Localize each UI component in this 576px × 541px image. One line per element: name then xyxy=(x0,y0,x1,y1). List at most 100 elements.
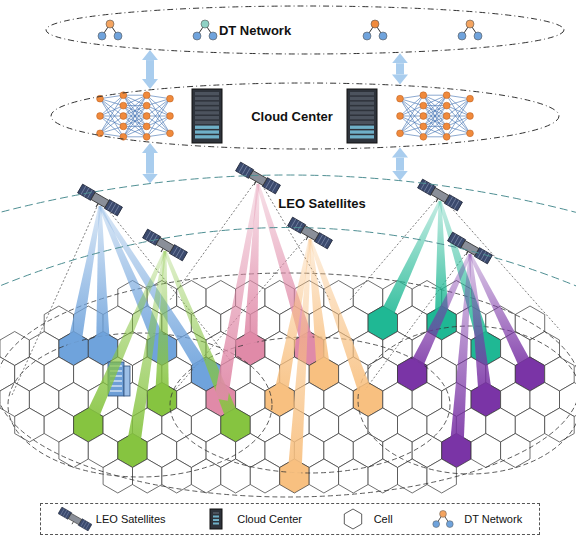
net-link xyxy=(423,95,446,126)
server-slot xyxy=(213,516,219,518)
tree-dot xyxy=(201,20,209,28)
panel-line xyxy=(457,238,462,247)
server-slot xyxy=(195,97,219,100)
beam xyxy=(449,254,471,451)
hex-cell xyxy=(59,434,88,468)
net-link xyxy=(147,99,170,116)
panel-line xyxy=(239,164,244,173)
net-neuron xyxy=(143,92,150,99)
panel-line xyxy=(108,202,113,211)
net-neuron xyxy=(467,95,474,102)
satellite-icon xyxy=(446,232,492,266)
net-link xyxy=(147,99,170,127)
net-link xyxy=(123,95,146,126)
server-slot xyxy=(350,97,374,100)
legend-label: Cloud Center xyxy=(237,513,302,525)
beam xyxy=(214,184,260,401)
beam xyxy=(309,239,331,375)
hex-cell xyxy=(368,459,397,493)
net-link xyxy=(400,106,423,134)
server-rack xyxy=(192,89,222,143)
net-neuron xyxy=(397,130,404,137)
net-link xyxy=(423,126,446,136)
legend-item: Cell xyxy=(336,507,393,531)
server-slot xyxy=(195,116,219,119)
net-neuron xyxy=(167,113,174,120)
server-slot xyxy=(350,135,374,138)
server-slot xyxy=(350,102,374,105)
flow-arrow xyxy=(146,60,154,79)
tree-dot xyxy=(466,20,474,28)
net-link xyxy=(123,106,146,137)
panel-line xyxy=(451,234,456,243)
layer-label: LEO Satellites xyxy=(278,196,365,211)
net-link xyxy=(147,95,170,133)
tree-dot xyxy=(363,32,371,40)
server-icon xyxy=(192,89,222,143)
net-link xyxy=(123,126,146,136)
server-slot xyxy=(350,126,374,129)
net-neuron xyxy=(420,133,427,140)
beam xyxy=(288,239,312,477)
net-neuron xyxy=(443,113,450,120)
net-neuron xyxy=(120,123,127,130)
tree-dot xyxy=(98,32,106,40)
panel-line xyxy=(176,248,181,257)
net-link xyxy=(400,99,423,137)
panel-line xyxy=(454,200,459,209)
panel-line xyxy=(173,247,178,256)
server-slot xyxy=(350,121,374,124)
panel-line xyxy=(87,190,92,199)
server-slot xyxy=(213,523,219,525)
net-link xyxy=(123,95,146,126)
legend-item: Cloud Center xyxy=(199,507,302,531)
net-link xyxy=(447,95,470,133)
legend-icon xyxy=(336,507,370,531)
orbit-arc xyxy=(0,228,576,291)
dt-tree-icon xyxy=(193,20,217,40)
net-link xyxy=(100,95,123,133)
tree-dot xyxy=(440,511,447,518)
neural-net-icon xyxy=(397,92,474,140)
orbit-arc xyxy=(0,175,576,215)
net-link xyxy=(423,106,446,137)
server-slot xyxy=(213,512,219,514)
tree-dot xyxy=(114,32,122,40)
flow-arrow xyxy=(396,63,404,74)
panel-line xyxy=(65,511,69,517)
net-link xyxy=(423,106,446,137)
satellite-body xyxy=(91,193,109,208)
net-neuron xyxy=(420,123,427,130)
beam xyxy=(126,251,167,452)
net-link xyxy=(147,99,170,137)
tree-dot xyxy=(474,32,482,40)
server-slot xyxy=(195,130,219,133)
panel-line xyxy=(427,185,432,194)
antenna xyxy=(306,236,308,239)
antenna xyxy=(254,181,256,184)
net-link xyxy=(123,106,146,137)
server-slot xyxy=(195,121,219,124)
node-outline xyxy=(45,5,565,55)
tree-dot xyxy=(447,521,454,528)
layer-ellipse: DT Network xyxy=(45,5,565,55)
tree-dot xyxy=(371,20,379,28)
panel-line xyxy=(266,180,271,189)
panel-line xyxy=(481,251,486,260)
net-link xyxy=(423,95,446,105)
beam xyxy=(67,206,102,350)
beam xyxy=(309,239,375,402)
net-link xyxy=(100,116,123,133)
net-link xyxy=(123,95,146,105)
satellite-body xyxy=(431,188,449,203)
satellite-body xyxy=(156,238,174,253)
net-neuron xyxy=(443,92,450,99)
tree-dot xyxy=(379,32,387,40)
flow-arrow xyxy=(396,158,404,171)
satellite-icon xyxy=(58,507,92,531)
panel-line xyxy=(245,168,250,177)
panel-line xyxy=(421,181,426,190)
